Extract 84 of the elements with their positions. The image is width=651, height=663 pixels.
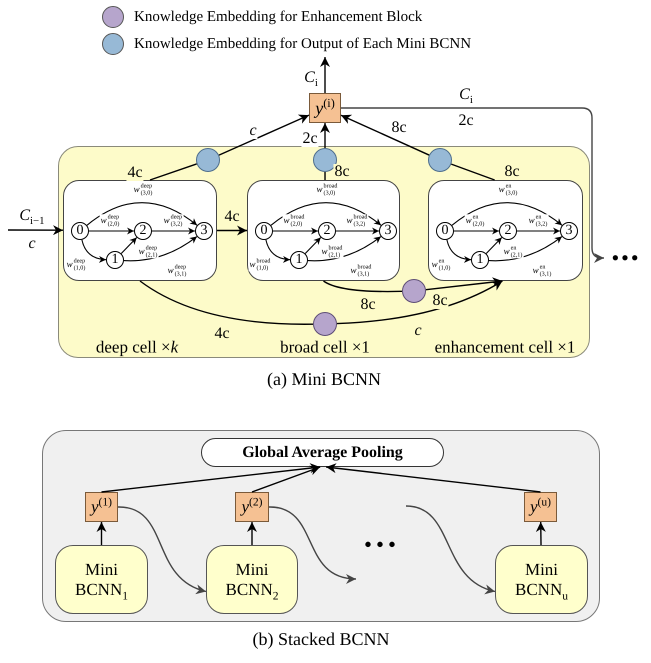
connector-line [324, 172, 326, 180]
embedding-circle [428, 148, 452, 172]
arrow [454, 228, 499, 234]
embedding-circle [313, 148, 337, 172]
arrow [446, 240, 472, 263]
arrow [336, 228, 379, 234]
arrow [273, 228, 318, 234]
node-circle: 1 [106, 251, 124, 269]
output-box: y$^{(u)}$ [524, 492, 557, 522]
arrow [8, 225, 63, 236]
edge-label: C$_{i}$ 2c [457, 85, 475, 131]
cell-label: enhancement cell ×1 [434, 338, 576, 356]
arrow [101, 463, 320, 493]
cell-label: deep cell ×k [94, 338, 180, 356]
node-circle: 1 [290, 251, 308, 269]
edge-label: 2c [301, 131, 319, 147]
embedding-circle [402, 279, 426, 303]
arrow [326, 463, 541, 493]
arrow [152, 228, 195, 234]
arrow [124, 236, 198, 262]
arrow [406, 505, 496, 594]
connector-line [323, 280, 402, 292]
arrow [247, 522, 257, 545]
arrow [336, 280, 503, 324]
edge-label: C$_{i−1}$ c [18, 206, 46, 254]
edge-label: C$_{i}$ [303, 70, 319, 86]
node-circle: 3 [560, 222, 578, 240]
node-circle: 0 [71, 222, 89, 240]
arrow [320, 123, 330, 148]
cell-box [247, 180, 400, 281]
arrow [270, 202, 382, 226]
embedding-circle [313, 312, 337, 336]
arrow [488, 236, 562, 262]
output-box: y$^{(1)}$ [85, 492, 118, 522]
arrow [118, 506, 206, 593]
arrow [218, 114, 310, 156]
arrow [81, 240, 106, 263]
panel-caption: (b) Stacked BCNN [252, 629, 390, 650]
arrow [452, 202, 562, 226]
edge-label: 8c [431, 293, 449, 309]
node-circle: 0 [255, 222, 273, 240]
arrow [341, 107, 604, 263]
module-box: Mini BCNN$_{u}$ [495, 545, 588, 614]
ellipsis-dots: ••• [604, 248, 648, 268]
arrow [486, 237, 502, 254]
arrow [320, 57, 330, 93]
node-circle: 3 [379, 222, 397, 240]
arrow [536, 522, 546, 545]
node-circle: 0 [436, 222, 454, 240]
connector-line [150, 163, 197, 181]
legend-text: Knowledge Embedding for Enhancement Block [134, 8, 422, 26]
cell-box [428, 180, 583, 281]
arrow [308, 236, 382, 262]
legend-text: Knowledge Embedding for Output of Each Mini BCNN [134, 36, 472, 52]
node-circle: 2 [318, 222, 336, 240]
node-circle: 2 [134, 222, 152, 240]
arrow [517, 228, 560, 234]
connector-line [140, 280, 313, 325]
panel-caption: (a) Mini BCNN [267, 369, 381, 390]
arrow [217, 226, 247, 236]
pooling-box: Global Average Pooling [201, 438, 444, 467]
module-box: Mini BCNN$_{2}$ [206, 545, 298, 614]
ellipsis-text: • • • [364, 535, 396, 555]
arrow [304, 237, 322, 254]
output-box: y$^{(i)}$ [309, 93, 341, 123]
arrow [426, 277, 502, 290]
arrow [268, 506, 356, 583]
output-box: y$^{(2)}$ [235, 492, 269, 522]
module-box: Mini BCNN$_{1}$ [55, 545, 148, 614]
cell-label: broad cell ×1 [279, 338, 371, 356]
node-circle: 2 [499, 222, 517, 240]
connector-line [451, 163, 495, 181]
node-circle: 1 [471, 251, 489, 269]
edge-label: 4c [126, 165, 144, 181]
arrow [89, 228, 134, 234]
arrow [340, 114, 430, 156]
cell-box [63, 180, 217, 281]
node-circle: 3 [195, 222, 213, 240]
embedding-circle [196, 148, 220, 172]
arrow [86, 202, 198, 226]
arrow [265, 240, 290, 263]
arrow [96, 522, 106, 545]
arrow [120, 237, 138, 254]
arrow [252, 466, 320, 493]
